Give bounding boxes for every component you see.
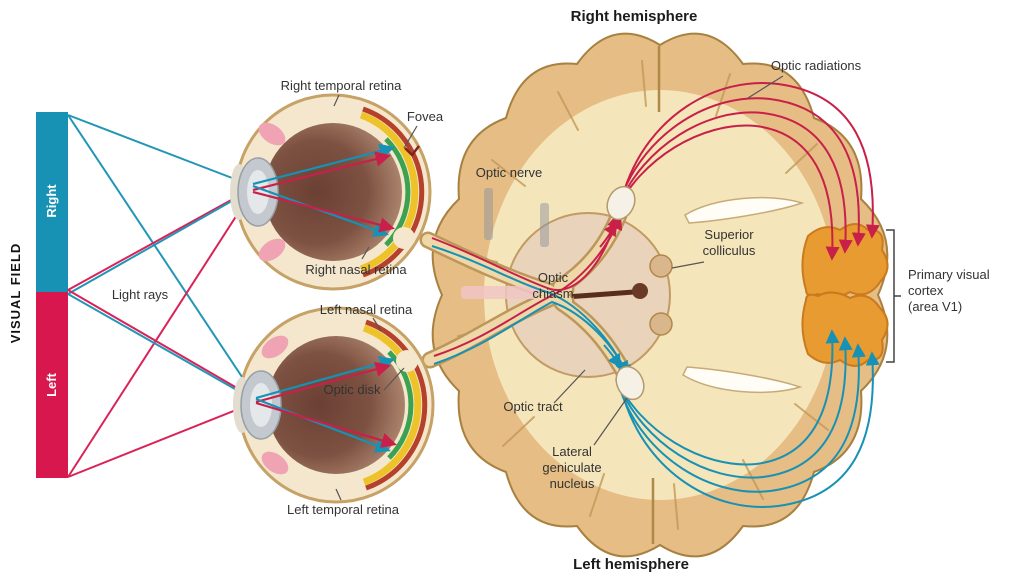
optic-radiations-lower <box>615 329 880 508</box>
lateral-geniculate-nucleus-upper <box>606 185 636 221</box>
visual-field-label: VISUAL FIELD <box>8 242 24 344</box>
midbrain-knob <box>632 283 648 299</box>
light-rays <box>67 114 257 478</box>
midbrain-structure <box>563 289 637 300</box>
intraocular-rays <box>252 143 397 453</box>
optic-nerve-marker-2 <box>540 203 549 247</box>
left-eye-vitreous <box>267 336 405 474</box>
optic-tract-label: Optic tract <box>503 399 563 414</box>
left-temporal-retina-label: Left temporal retina <box>286 502 400 517</box>
right-eye-ciliary-upper <box>258 122 286 146</box>
left-eye-ciliary-upper <box>261 335 289 359</box>
lateral-ventricle-lower <box>682 366 803 394</box>
superior-colliculus-upper <box>649 254 673 278</box>
lateral-geniculate-nucleus-lower <box>615 365 645 401</box>
lateral-ventricle-upper <box>684 196 805 224</box>
right-eye-vitreous <box>264 123 402 261</box>
lateral-geniculate-nucleus-label: Lateral geniculate nucleus <box>542 444 602 491</box>
superior-colliculus-label: Superior colliculus <box>702 227 756 258</box>
brain-axial-slice <box>431 32 889 558</box>
right-hemisphere-title: Right hemisphere <box>570 8 698 25</box>
optic-radiations-label: Optic radiations <box>770 58 862 73</box>
right-temporal-retina-label: Right temporal retina <box>280 78 402 93</box>
optic-nerve-marker <box>484 188 493 240</box>
optic-radiations-upper <box>615 82 880 261</box>
right-nasal-retina-label: Right nasal retina <box>305 262 407 277</box>
left-nasal-retina-label: Left nasal retina <box>319 302 413 317</box>
left-eye-ciliary-lower <box>261 451 289 475</box>
optic-pathway-fibers <box>431 213 631 380</box>
right-visual-field-bar <box>36 112 68 292</box>
optic-nerve-label: Optic nerve <box>475 165 543 180</box>
v1-bracket <box>886 229 901 363</box>
left-field-label: Left <box>44 373 60 397</box>
primary-visual-cortex-patches <box>801 223 889 367</box>
primary-visual-cortex-label: Primary visual cortex (area V1) <box>908 267 990 314</box>
left-visual-field-bar <box>36 292 68 478</box>
right-field-label: Right <box>44 184 60 218</box>
right-eye-fovea <box>404 145 420 157</box>
v1-lower-patch <box>801 291 889 367</box>
optic-disk-label: Optic disk <box>323 382 381 397</box>
optic-chiasm-label: Optic chiasm <box>532 270 574 301</box>
left-hemisphere-title: Left hemisphere <box>573 556 689 573</box>
label-leader-lines <box>333 75 784 501</box>
visual-field-bars <box>36 112 68 478</box>
optic-chiasm-highlight <box>461 286 539 299</box>
right-eye-ciliary-lower <box>258 238 286 262</box>
light-rays-label: Light rays <box>111 287 169 302</box>
right-eye-optic-disk <box>393 227 415 249</box>
right-eye <box>230 93 432 291</box>
fovea-label: Fovea <box>406 109 444 124</box>
superior-colliculus-lower <box>649 312 673 336</box>
left-eye-optic-disk <box>396 350 418 372</box>
